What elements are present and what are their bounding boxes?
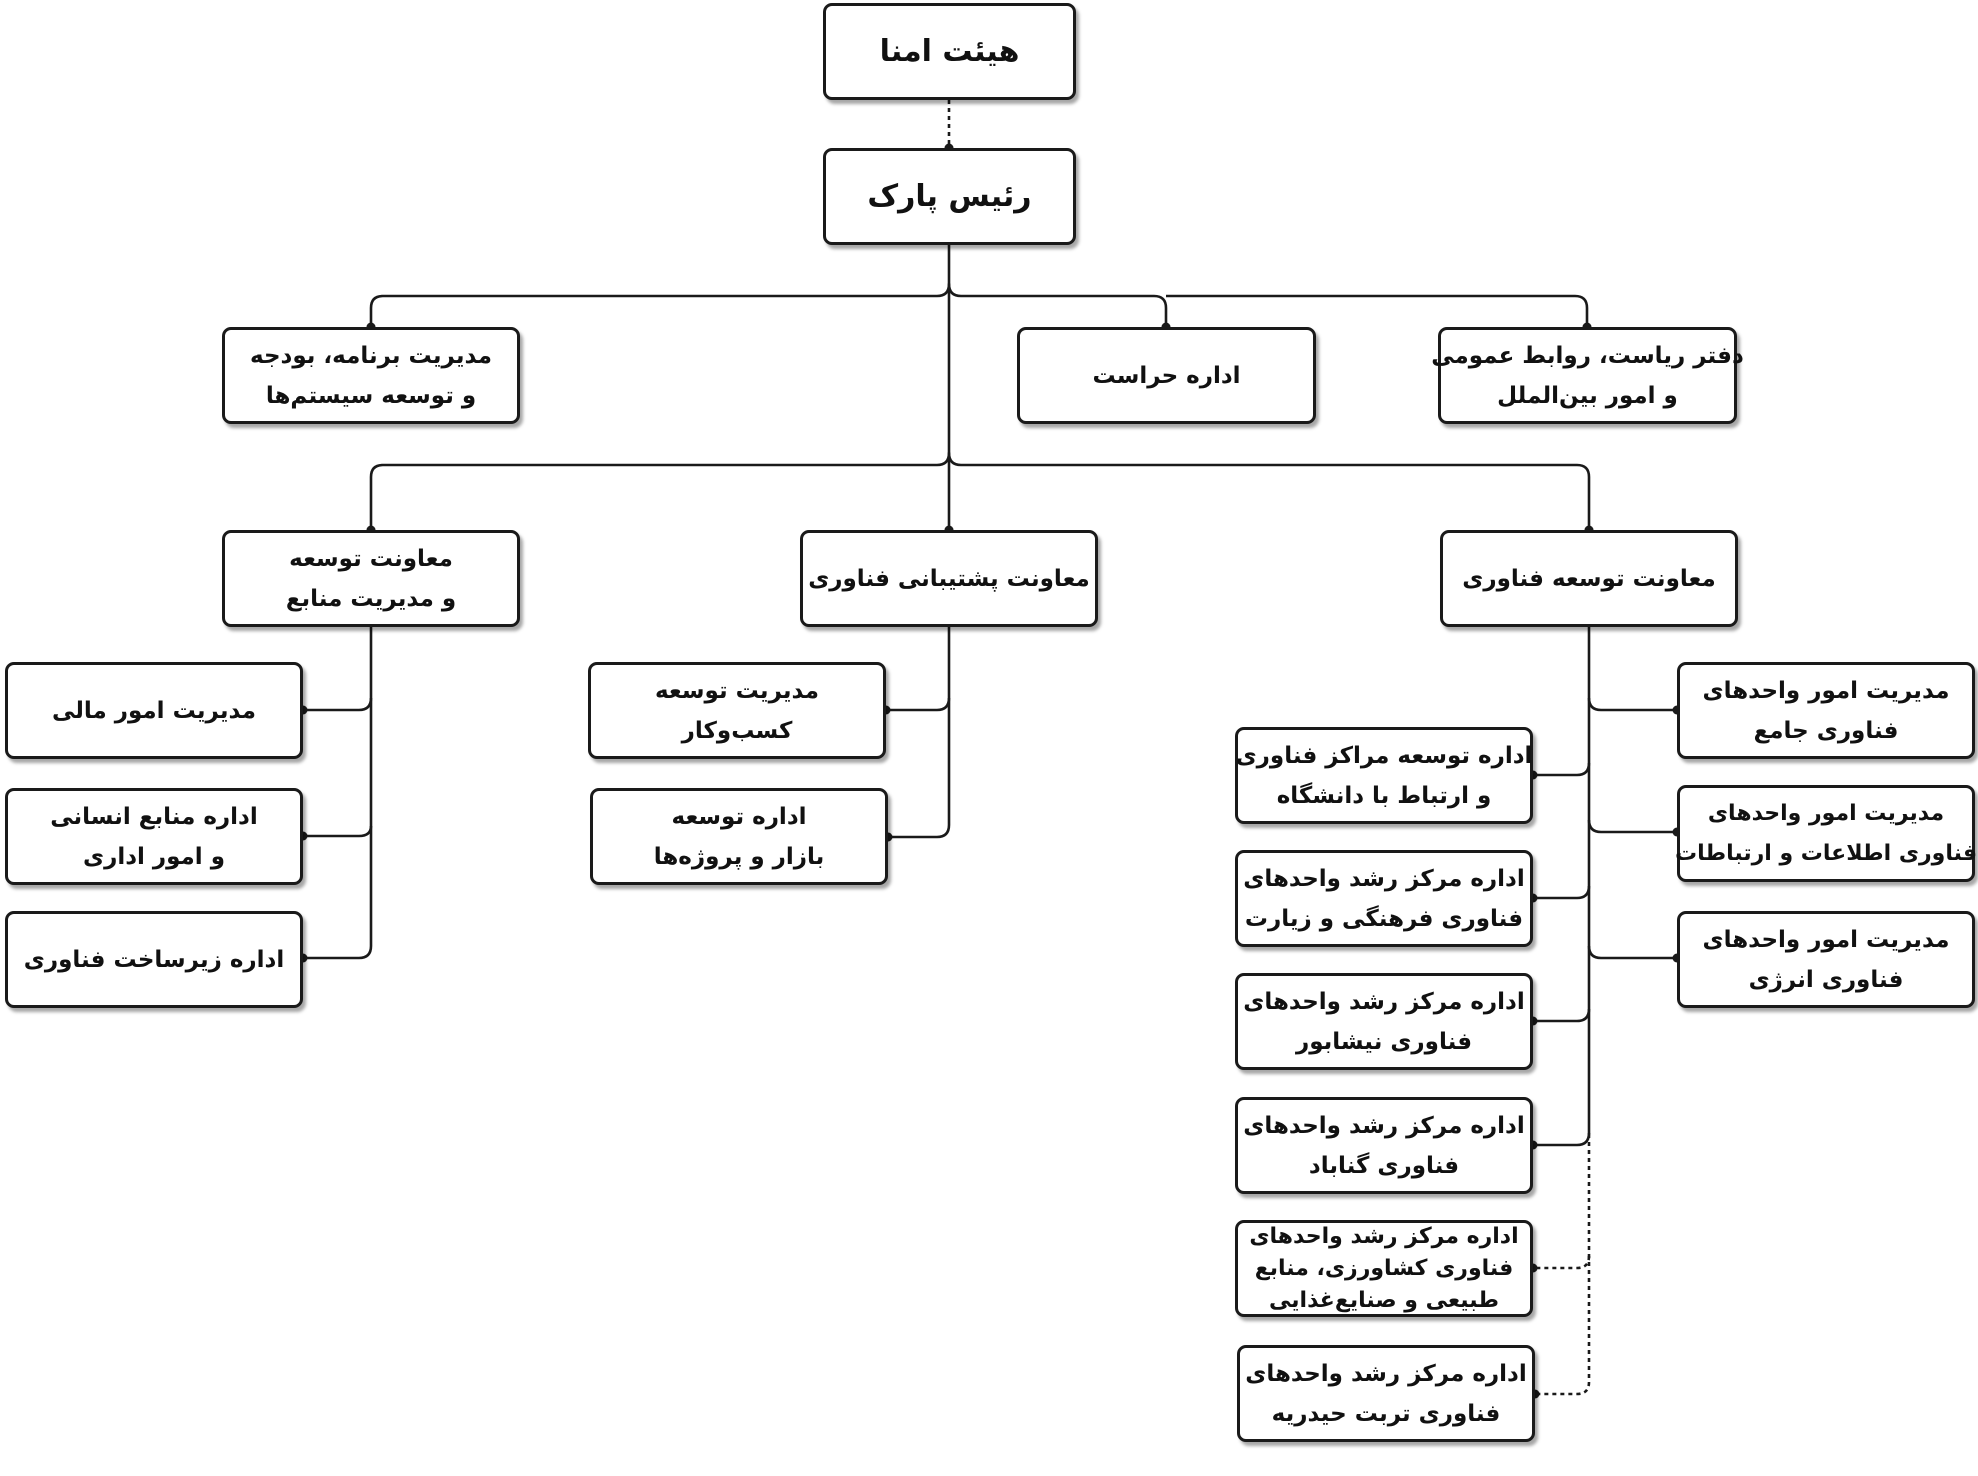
finance-management-box: مدیریت امور مالی	[5, 662, 303, 759]
neyshabur-branch	[1533, 1008, 1591, 1023]
infrastructure-label: اداره زیرساخت فناوری	[23, 946, 285, 973]
tech-infrastructure-office-box: اداره زیرساخت فناوری	[5, 911, 303, 1008]
business-branch	[886, 697, 951, 712]
program-budget-line2: و توسعه سیستم‌ها	[265, 382, 477, 409]
incubator-culture-line2: فناوری فرهنگی و زیارت	[1244, 905, 1524, 932]
staff-bus-line	[369, 282, 1168, 327]
finance-branch	[303, 697, 373, 712]
energy-branch	[1587, 945, 1677, 960]
program-budget-line1: مدیریت برنامه، بودجه	[250, 342, 492, 369]
ict-line1: مدیریت امور واحدهای	[1707, 800, 1945, 826]
incubator-gonabad-line2: فناوری گناباد	[1308, 1152, 1460, 1179]
incubator-gonabad-box: اداره مرکز رشد واحدهای فناوری گناباد	[1235, 1097, 1533, 1194]
deputy-resources-line2: و مدیریت منابع	[285, 585, 457, 612]
resources-units-trunk	[303, 627, 373, 960]
incubator-torbat-heydarieh-box: اداره مرکز رشد واحدهای فناوری تربت حیدری…	[1237, 1345, 1535, 1442]
support-units-trunk	[888, 627, 951, 839]
comprehensive-line2: فناوری جامع	[1753, 717, 1899, 744]
tech-centers-line2: و ارتباط با دانشگاه	[1276, 782, 1492, 809]
finance-label: مدیریت امور مالی	[51, 697, 257, 724]
business-dev-line1: مدیریت توسعه	[654, 677, 820, 704]
incubator-gonabad-line1: اداره مرکز رشد واحدهای	[1243, 1112, 1525, 1139]
hr-line2: و امور اداری	[83, 843, 225, 870]
agriculture-branch	[1533, 1255, 1591, 1270]
deputies-bus-line	[369, 451, 1591, 530]
ict-units-box: مدیریت امور واحدهای فناوری اطلاعات و ارت…	[1675, 785, 1977, 882]
market-projects-office-box: اداره توسعه بازار و پروژه‌ها	[590, 788, 888, 885]
business-development-management-box: مدیریت توسعه کسب‌وکار	[588, 662, 886, 759]
market-line2: بازار و پروژه‌ها	[653, 843, 825, 870]
incubator-agri-line1: اداره مرکز رشد واحدهای	[1249, 1223, 1519, 1249]
ict-branch	[1587, 819, 1677, 834]
tech-centers-university-box: اداره توسعه مراکز فناوری و ارتباط با دان…	[1235, 727, 1533, 824]
deputy-support-label: معاونت پشتیبانی فناوری	[808, 565, 1090, 592]
business-dev-line2: کسب‌وکار	[681, 717, 793, 744]
park-president-box: رئیس پارک	[823, 148, 1076, 245]
human-resources-office-box: اداره منابع انسانی و امور اداری	[5, 788, 303, 885]
security-office-box: اداره حراست	[1017, 327, 1316, 424]
president-label: رئیس پارک	[867, 178, 1032, 214]
market-line1: اداره توسعه	[671, 803, 807, 830]
deputy-technology-support-box: معاونت پشتیبانی فناوری	[800, 530, 1098, 627]
presidential-office-line2: و امور بین‌الملل	[1497, 382, 1678, 409]
energy-line1: مدیریت امور واحدهای	[1702, 926, 1950, 953]
presidential-office-box: دفتر ریاست، روابط عمومی و امور بین‌الملل	[1431, 327, 1744, 424]
energy-line2: فناوری انرژی	[1748, 966, 1904, 993]
gonabad-branch	[1533, 1132, 1591, 1147]
deputy-development-label: معاونت توسعه فناوری	[1462, 565, 1716, 592]
ict-line2: فناوری اطلاعات و ارتباطات	[1675, 840, 1977, 866]
incubator-neyshabur-box: اداره مرکز رشد واحدهای فناوری نیشابور	[1235, 973, 1533, 1070]
incubator-neyshabur-line2: فناوری نیشابور	[1295, 1028, 1473, 1055]
energy-tech-units-box: مدیریت امور واحدهای فناوری انرژی	[1677, 911, 1975, 1008]
board-of-trustees-box: هیئت امنا	[823, 3, 1076, 100]
program-budget-management-box: مدیریت برنامه، بودجه و توسعه سیستم‌ها	[222, 327, 520, 424]
incubator-agriculture-box: اداره مرکز رشد واحدهای فناوری کشاورزی، م…	[1235, 1220, 1533, 1317]
comprehensive-line1: مدیریت امور واحدهای	[1702, 677, 1950, 704]
comprehensive-branch	[1587, 697, 1677, 712]
culture-branch	[1533, 885, 1591, 900]
incubator-culture-line1: اداره مرکز رشد واحدهای	[1243, 865, 1525, 892]
security-label: اداره حراست	[1092, 362, 1241, 389]
hr-branch	[303, 825, 373, 838]
tech-centers-branch	[1533, 762, 1591, 777]
incubator-agri-line3: طبیعی و صنایع‌غذایی	[1269, 1287, 1499, 1313]
comprehensive-tech-units-box: مدیریت امور واحدهای فناوری جامع	[1677, 662, 1975, 759]
torbat-branch	[1535, 1381, 1591, 1396]
office-branch-line	[1166, 294, 1589, 327]
presidential-office-line1: دفتر ریاست، روابط عمومی	[1431, 342, 1744, 369]
deputy-resources-line1: معاونت توسعه	[289, 545, 453, 572]
incubator-culture-pilgrimage-box: اداره مرکز رشد واحدهای فناوری فرهنگی و ز…	[1235, 850, 1533, 947]
incubator-agri-line2: فناوری کشاورزی، منابع	[1254, 1255, 1514, 1281]
deputy-technology-development-box: معاونت توسعه فناوری	[1440, 530, 1738, 627]
incubator-neyshabur-line1: اداره مرکز رشد واحدهای	[1243, 988, 1525, 1015]
tech-centers-line1: اداره توسعه مراکز فناوری	[1235, 742, 1533, 769]
hr-line1: اداره منابع انسانی	[50, 803, 258, 830]
deputy-development-resources-box: معاونت توسعه و مدیریت منابع	[222, 530, 520, 627]
incubator-torbat-line2: فناوری تربت حیدریه	[1271, 1400, 1501, 1427]
board-label: هیئت امنا	[879, 33, 1020, 69]
incubator-torbat-line1: اداره مرکز رشد واحدهای	[1245, 1360, 1527, 1387]
